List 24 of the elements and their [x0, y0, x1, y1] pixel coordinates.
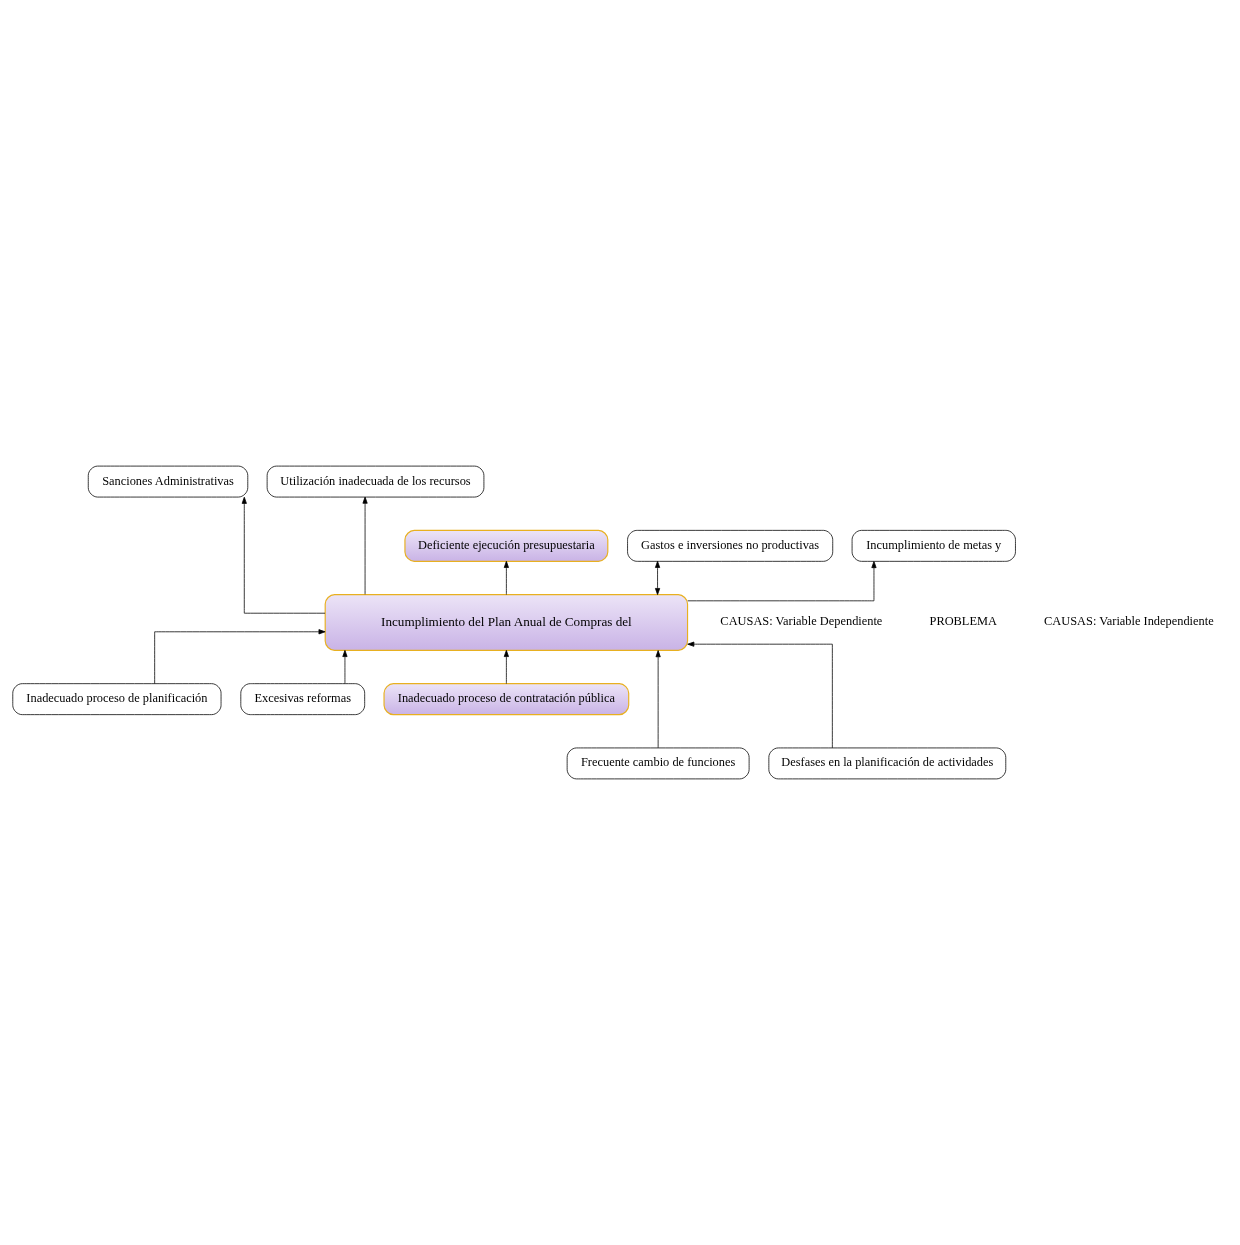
- node-box: Inadecuado proceso de planificación: [12, 683, 222, 716]
- node-box: Gastos e inversiones no productivas: [627, 529, 834, 562]
- arrow: [342, 650, 348, 685]
- arrow: [503, 560, 509, 595]
- node-box: Incumplimiento de metas y: [851, 529, 1016, 562]
- arrow: [362, 496, 368, 595]
- label: CAUSAS: Variable Dependiente: [720, 614, 883, 629]
- node-box: Desfases en la planificación de actividades: [768, 747, 1007, 780]
- arrow: [154, 629, 326, 684]
- node-box: Incumplimiento del Plan Anual de Compras del: [324, 594, 689, 651]
- arrow: [687, 561, 877, 602]
- node-box: Frecuente cambio de funciones: [566, 747, 750, 780]
- node-box: Inadecuado proceso de contratación pública: [383, 683, 630, 716]
- label: PROBLEMA: [929, 614, 997, 629]
- arrow: [503, 650, 509, 685]
- node-box: Sanciones Administrativas: [87, 465, 249, 498]
- node-box: Deficiente ejecución presupuestaria: [404, 529, 609, 562]
- arrow: [241, 496, 326, 614]
- node-box: Excesivas reformas: [240, 683, 366, 716]
- arrow: [655, 560, 661, 595]
- label: CAUSAS: Variable Independiente: [1044, 614, 1214, 629]
- arrow: [687, 641, 833, 749]
- node-box: Utilización inadecuada de los recursos: [266, 465, 485, 498]
- arrow: [655, 650, 661, 749]
